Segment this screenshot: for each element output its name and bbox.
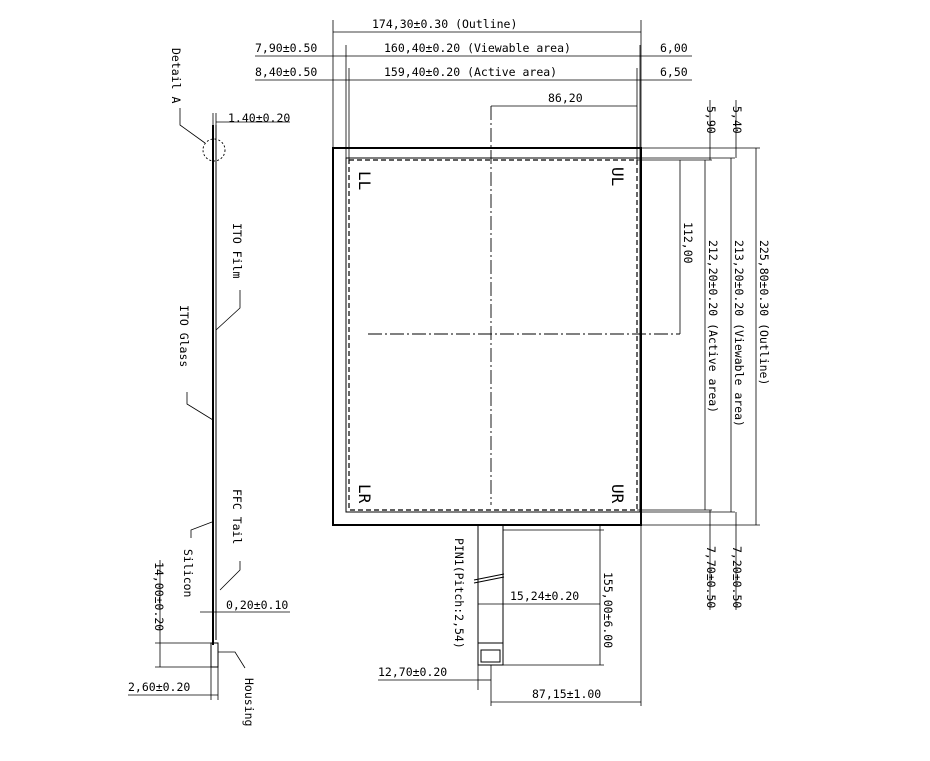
tail-position-label: 87,15±1.00 bbox=[532, 687, 601, 701]
silicon-label: Silicon bbox=[181, 549, 195, 597]
housing-width-label: 2,60±0.20 bbox=[128, 680, 190, 694]
tail-length-label: 155,00±6.00 bbox=[601, 572, 615, 648]
front-view: LL UL LR UR 174,30±0.30 (Outline) 7,90±0… bbox=[255, 17, 771, 706]
detail-circle bbox=[202, 138, 226, 162]
top-active-offset-label: 5,40 bbox=[730, 106, 744, 134]
active-height-label: 212,20±0.20 (Active area) bbox=[706, 240, 720, 413]
housing-height-label: 14,00±0.20 bbox=[152, 562, 166, 631]
ito-film-label: ITO Film bbox=[230, 223, 244, 278]
active-area bbox=[348, 159, 638, 511]
bottom-viewable-offset-label: 7,20±0.50 bbox=[730, 546, 744, 608]
corner-lr-label: LR bbox=[355, 484, 374, 504]
pin1-label: PIN1(Pitch:2,54) bbox=[452, 538, 466, 649]
tail-width-label: 15,24±0.20 bbox=[510, 589, 579, 603]
corner-ll-label: LL bbox=[355, 171, 374, 190]
ffc-tail-label: FFC Tail bbox=[230, 489, 244, 544]
housing-label: Housing bbox=[242, 678, 256, 726]
viewable-width-label: 160,40±0.20 (Viewable area) bbox=[384, 41, 571, 55]
active-width-label: 159,40±0.20 (Active area) bbox=[384, 65, 557, 79]
outline-width-label: 174,30±0.30 (Outline) bbox=[372, 17, 517, 31]
right-viewable-offset-label: 6,00 bbox=[660, 41, 688, 55]
bottom-active-offset-label: 7,70±0.50 bbox=[704, 546, 718, 608]
viewable-height-label: 213,20±0.20 (Viewable area) bbox=[732, 240, 746, 427]
panel-outline bbox=[332, 147, 642, 526]
right-active-offset-label: 6,50 bbox=[660, 65, 688, 79]
side-housing bbox=[210, 642, 219, 668]
center-y-label: 112,00 bbox=[681, 222, 695, 264]
corner-ur-label: UR bbox=[608, 484, 627, 504]
center-x-label: 86,20 bbox=[548, 91, 583, 105]
ffc-tail bbox=[473, 525, 505, 666]
left-active-offset-label: 8,40±0.50 bbox=[255, 65, 317, 79]
side-view: Detail A 1.40±0.20 ITO Film ITO Glass FF… bbox=[128, 48, 290, 726]
corner-ul-label: UL bbox=[608, 167, 627, 186]
left-viewable-offset-label: 7,90±0.50 bbox=[255, 41, 317, 55]
connector-width-label: 12,70±0.20 bbox=[378, 665, 447, 679]
ito-glass-label: ITO Glass bbox=[177, 305, 191, 367]
top-viewable-offset-label: 5,90 bbox=[704, 106, 718, 134]
viewable-area bbox=[345, 157, 641, 513]
tail-thickness-label: 0,20±0.10 bbox=[226, 598, 288, 612]
top-thickness-label: 1.40±0.20 bbox=[228, 111, 290, 125]
outline-height-label: 225,80±0.30 (Outline) bbox=[757, 240, 771, 385]
detail-label: Detail A bbox=[169, 48, 183, 103]
